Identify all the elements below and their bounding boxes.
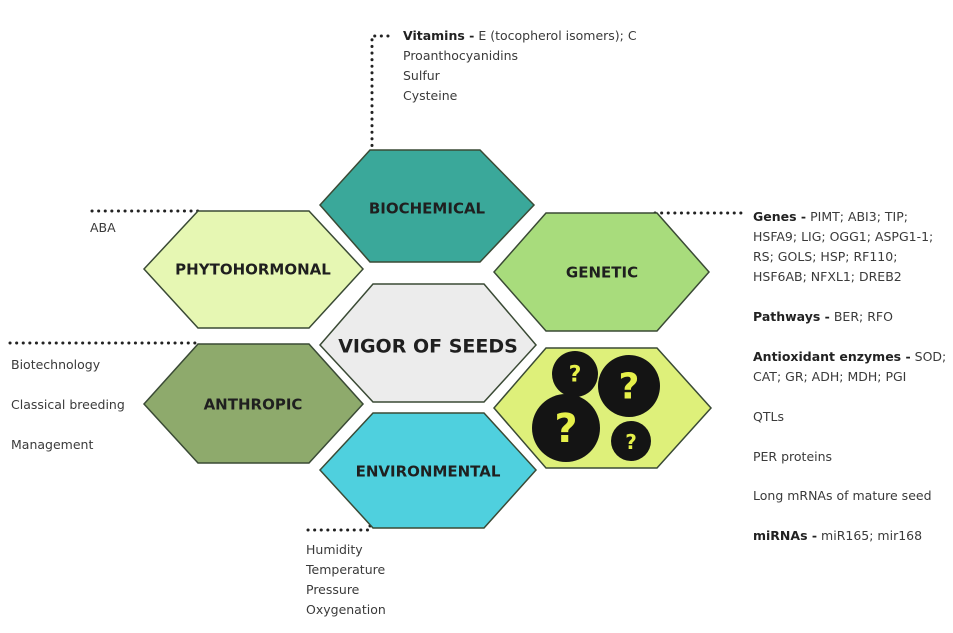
hex-anthropic	[142, 343, 365, 464]
leader-lines	[8, 34, 747, 532]
hex-environmental-label: ENVIRONMENTAL	[356, 463, 501, 481]
hex-genetic-label: GENETIC	[566, 264, 638, 282]
phytohormonal-notes: ABA	[90, 218, 116, 238]
environmental-item: Oxygenation	[306, 602, 386, 617]
genes-line-3: RS; GOLS; HSP; RF110;	[753, 249, 898, 264]
hex-center	[318, 283, 537, 403]
mirnas-line: miRNAs - miR165; mir168	[753, 526, 922, 546]
vitamins-line: Vitamins - E (tocopherol isomers); C	[403, 26, 637, 46]
hex-unknown	[493, 347, 713, 469]
biochemical-notes: Vitamins - E (tocopherol isomers); C Pro…	[403, 26, 637, 106]
hex-anthropic-label: ANTHROPIC	[204, 396, 303, 414]
hex-biochemical-label: BIOCHEMICAL	[369, 200, 486, 218]
enzymes-label: Antioxidant enzymes -	[753, 349, 911, 364]
question-mark-3: ?	[554, 406, 577, 452]
phytohormonal-item: ABA	[90, 220, 116, 235]
question-mark-1: ?	[569, 363, 582, 388]
question-circle-large-left	[532, 394, 600, 462]
question-mark-2: ?	[619, 367, 640, 408]
enzymes-value: SOD;	[914, 349, 947, 364]
environmental-notes: Humidity Temperature Pressure Oxygenatio…	[306, 540, 386, 620]
enzymes-line-2: CAT; GR; ADH; MDH; PGI	[753, 369, 907, 384]
biochemical-item: Proanthocyanidins	[403, 48, 519, 63]
hex-center-label: VIGOR OF SEEDS	[338, 336, 518, 358]
hex-biochemical	[318, 149, 536, 263]
environmental-item: Humidity	[306, 542, 363, 557]
environmental-item: Pressure	[306, 582, 360, 597]
question-circle-large-right	[598, 355, 660, 417]
long-mrnas-line: Long mRNAs of mature seed	[753, 488, 932, 503]
hex-genetic	[493, 212, 710, 332]
per-proteins-line: PER proteins	[753, 449, 833, 464]
hex-phytohormonal	[142, 210, 365, 329]
anthropic-item: Management	[11, 437, 94, 452]
pathways-line: Pathways - BER; RFO	[753, 307, 893, 327]
enzymes-line-1: Antioxidant enzymes - SOD;	[753, 347, 946, 367]
biochemical-item: Sulfur	[403, 68, 440, 83]
genes-value: PIMT; ABI3; TIP;	[810, 209, 908, 224]
hex-phytohormonal-label: PHYTOHORMONAL	[175, 261, 331, 279]
anthropic-item: Classical breeding	[11, 397, 125, 412]
mirnas-label: miRNAs -	[753, 528, 818, 543]
genes-line-2: HSFA9; LIG; OGG1; ASPG1-1;	[753, 229, 934, 244]
question-marks: ? ? ? ?	[532, 351, 660, 462]
leader-biochemical	[370, 34, 390, 152]
pathways-label: Pathways -	[753, 309, 830, 324]
leader-environmental	[306, 518, 372, 532]
question-circle-small-bottom	[611, 421, 651, 461]
pathways-value: BER; RFO	[833, 309, 893, 324]
anthropic-item: Biotechnology	[11, 357, 101, 372]
question-mark-4: ?	[625, 430, 637, 454]
question-circle-small-top	[552, 351, 598, 397]
biochemical-item: Cysteine	[403, 88, 458, 103]
mirnas-value: miR165; mir168	[821, 528, 923, 543]
vitamins-label: Vitamins -	[403, 28, 475, 43]
genes-label: Genes -	[753, 209, 807, 224]
qtls-line: QTLs	[753, 409, 784, 424]
genes-line-4: HSF6AB; NFXL1; DREB2	[753, 269, 902, 284]
hex-environmental	[318, 412, 538, 529]
environmental-item: Temperature	[306, 562, 386, 577]
genes-line-1: Genes - PIMT; ABI3; TIP;	[753, 207, 908, 227]
vitamins-value: E (tocopherol isomers); C	[478, 28, 637, 43]
